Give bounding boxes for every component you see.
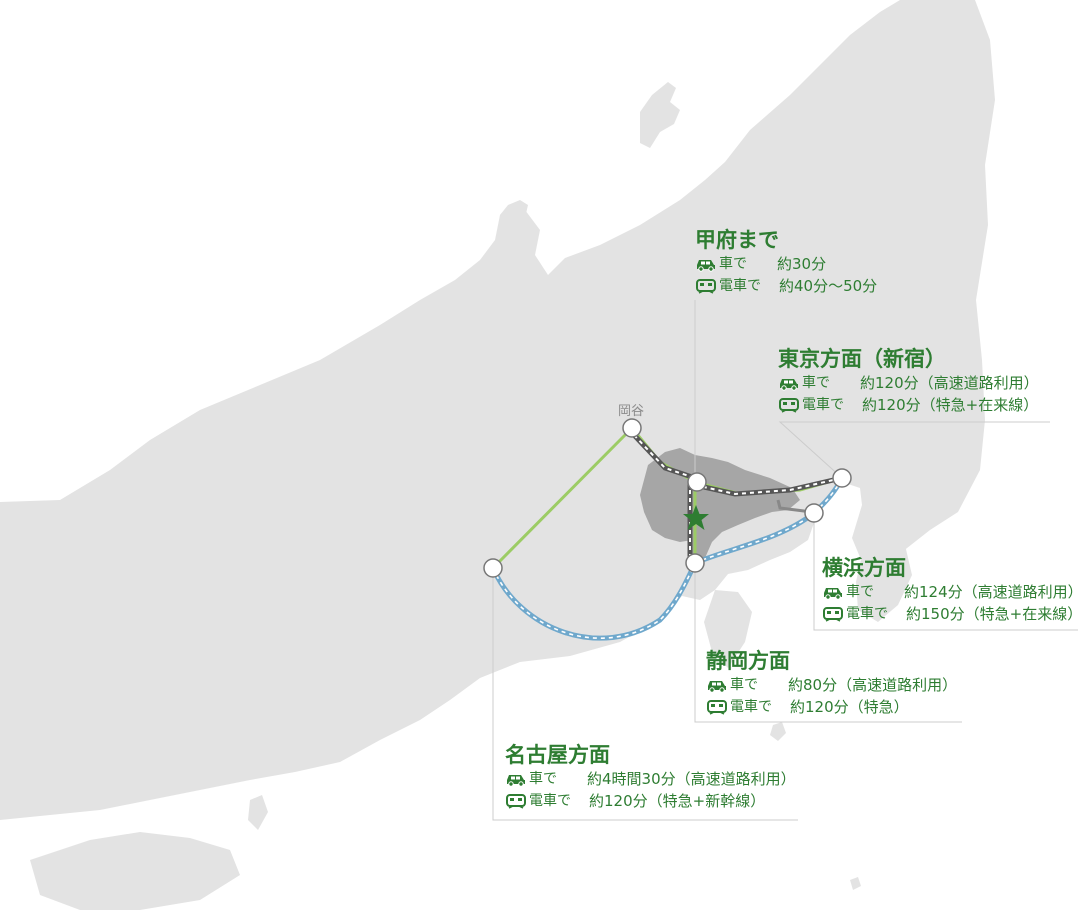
train-time: 約120分（特急+新幹線） (589, 792, 766, 810)
yamanashi-prefecture (640, 448, 800, 568)
car-time: 約120分（高速道路利用） (860, 374, 1039, 392)
node-nagoya (483, 558, 503, 578)
station-nodes (483, 418, 852, 578)
car-time-row: 車で 約124分（高速道路利用） (822, 581, 1080, 603)
callout-shizuoka: 静岡方面 車で 約80分（高速道路利用） 電車で 約120分（特急） (706, 648, 957, 718)
leader-line-yokohama (813, 513, 1078, 631)
rail-routes (632, 433, 843, 560)
boso-peninsula (856, 540, 912, 622)
land-mass (0, 0, 995, 910)
oshima-island (770, 722, 786, 741)
okaya-label: 岡谷 (618, 404, 645, 419)
train-time: 約120分（特急） (790, 698, 909, 716)
train-icon (696, 279, 716, 294)
callout-nagoya: 名古屋方面 車で 約4時間30分（高速道路利用） 電車で 約120分（特急+新幹… (505, 742, 796, 812)
train-time-row: 電車で 約120分（特急+新幹線） (505, 790, 796, 812)
train-label: 電車で (846, 606, 888, 622)
shikoku-island (30, 832, 240, 910)
train-time: 約150分（特急+在来線） (906, 605, 1080, 623)
train-icon (707, 700, 727, 715)
callout-kofu: 甲府まで 車で 約30分 電車で 約40分〜50分 (695, 227, 877, 297)
callout-title: 横浜方面 (822, 556, 906, 580)
car-time-row: 車で 約30分 (695, 253, 877, 275)
car-time: 約4時間30分（高速道路利用） (587, 770, 796, 788)
callout-tokyo: 東京方面（新宿） 車で 約120分（高速道路利用） 電車で 約120分（特急+在… (778, 346, 1039, 416)
car-icon (824, 588, 842, 600)
izu-peninsula (704, 590, 752, 668)
green-star-icon (683, 505, 709, 530)
car-time: 約80分（高速道路利用） (788, 676, 958, 694)
car-label: 車で (529, 771, 557, 787)
train-label: 電車で (529, 793, 571, 809)
train-label: 電車で (802, 397, 844, 413)
car-icon (507, 775, 525, 787)
car-route-okaya-nagoya (491, 426, 634, 570)
leader-lines (492, 300, 1078, 821)
train-time: 約120分（特急+在来線） (862, 396, 1039, 414)
leader-line-nagoya (492, 568, 798, 821)
car-label: 車で (719, 256, 747, 272)
leader-line-tokyo (778, 421, 1050, 479)
car-icon (697, 260, 715, 272)
callout-title: 甲府まで (695, 228, 779, 252)
train-icon (779, 398, 799, 413)
car-time: 約124分（高速道路利用） (904, 583, 1080, 601)
car-label: 車で (730, 677, 758, 693)
sado-island (640, 82, 680, 148)
awaji-island (248, 795, 268, 830)
train-time-row: 電車で 約120分（特急+在来線） (778, 394, 1039, 416)
car-icon (780, 379, 798, 391)
train-icon (506, 794, 526, 809)
car-icon (708, 681, 726, 693)
leader-line-shizuoka (694, 563, 962, 723)
node-okaya (622, 418, 642, 438)
node-kofu (687, 472, 707, 492)
noto-peninsula (500, 200, 528, 225)
node-tokyo (832, 468, 852, 488)
car-time-row: 車で 約80分（高速道路利用） (706, 674, 957, 696)
node-shizuoka (685, 553, 705, 573)
train-time-row: 電車で 約40分〜50分 (695, 275, 877, 297)
callout-title: 東京方面（新宿） (778, 347, 946, 371)
train-time-row: 電車で 約150分（特急+在来線） (822, 603, 1080, 625)
train-label: 電車で (719, 278, 761, 294)
train-time: 約40分〜50分 (779, 277, 878, 295)
car-label: 車で (802, 375, 830, 391)
tokyo-yokohama-connector (776, 499, 813, 514)
train-icon (823, 607, 843, 622)
node-yokohama (804, 503, 824, 523)
train-time-row: 電車で 約120分（特急） (706, 696, 957, 718)
callout-title: 名古屋方面 (505, 743, 610, 767)
callout-yokohama: 横浜方面 車で 約124分（高速道路利用） 電車で 約150分（特急+在来線） (822, 555, 1080, 625)
car-label: 車で (846, 584, 874, 600)
train-label: 電車で (730, 699, 772, 715)
callout-title: 静岡方面 (706, 649, 790, 673)
small-island (850, 877, 861, 890)
car-time-row: 車で 約120分（高速道路利用） (778, 372, 1039, 394)
car-time-row: 車で 約4時間30分（高速道路利用） (505, 768, 796, 790)
car-time: 約30分 (777, 255, 827, 273)
honshu-land (0, 0, 995, 820)
train-route-nagoya-shizuoka (490, 561, 698, 641)
